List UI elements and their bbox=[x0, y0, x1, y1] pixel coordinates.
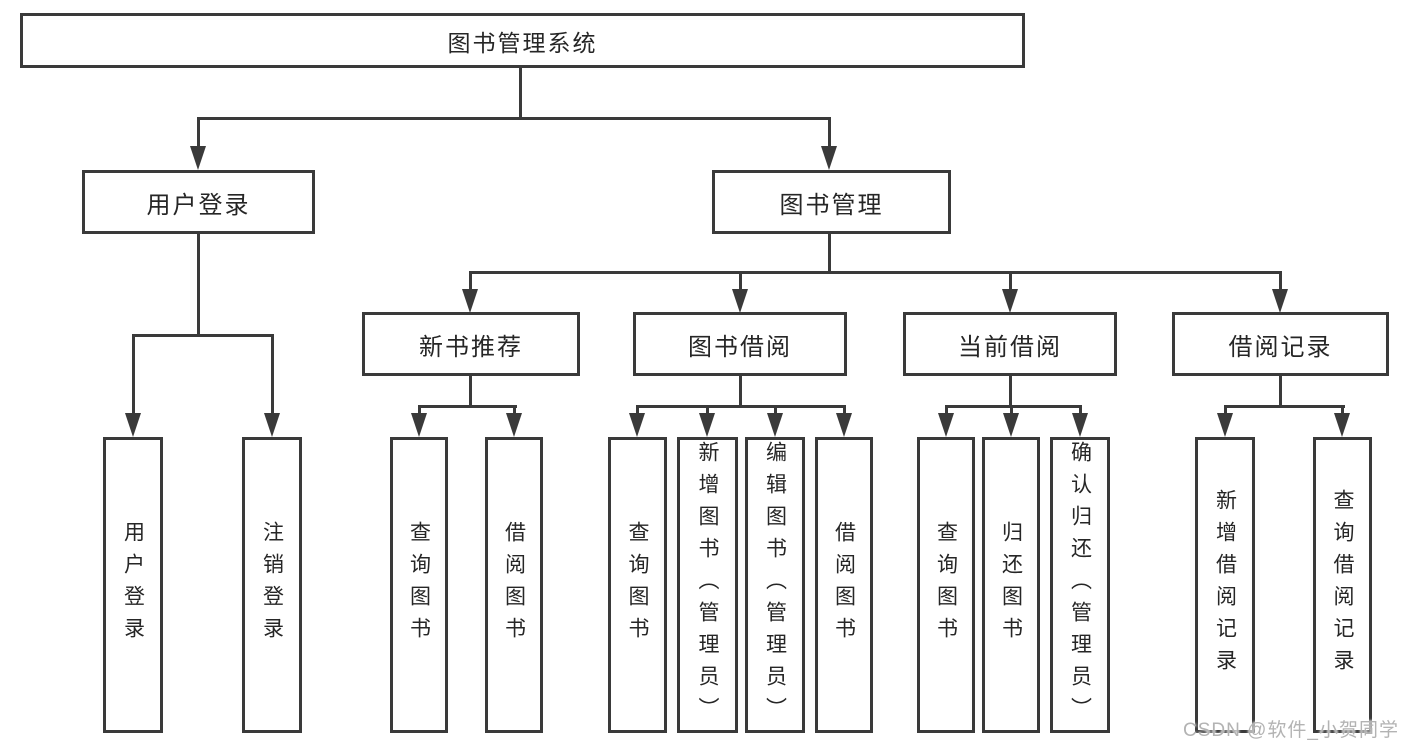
leaf-records-add-record: 新增借阅记录 bbox=[1195, 437, 1255, 733]
arrowhead-icon bbox=[767, 413, 783, 437]
node-book-borrow: 图书借阅 bbox=[633, 312, 847, 376]
connector-line bbox=[197, 117, 831, 120]
node-new-book-recommend: 新书推荐 bbox=[362, 312, 580, 376]
node-library-system: 图书管理系统 bbox=[20, 13, 1025, 68]
leaf-logout: 注销登录 bbox=[242, 437, 302, 733]
csdn-watermark: CSDN @软件_小贺同学 bbox=[1183, 720, 1399, 741]
leaf-borrow-query-books: 查询图书 bbox=[608, 437, 667, 733]
arrowhead-icon bbox=[411, 413, 427, 437]
arrowhead-icon bbox=[506, 413, 522, 437]
connector-line bbox=[1341, 405, 1344, 417]
arrowhead-icon bbox=[1272, 289, 1288, 313]
connector-line bbox=[828, 234, 831, 274]
connector-line bbox=[739, 376, 742, 408]
leaf-newbook-borrow-books: 借阅图书 bbox=[485, 437, 543, 733]
connector-line bbox=[706, 405, 709, 417]
leaf-records-query-record: 查询借阅记录 bbox=[1313, 437, 1372, 733]
connector-line bbox=[519, 68, 522, 119]
arrowhead-icon bbox=[1217, 413, 1233, 437]
arrowhead-icon bbox=[836, 413, 852, 437]
arrowhead-icon bbox=[190, 146, 206, 170]
connector-line bbox=[843, 405, 846, 417]
connector-line bbox=[132, 334, 135, 416]
arrowhead-icon bbox=[1334, 413, 1350, 437]
connector-line bbox=[1224, 405, 1227, 417]
arrowhead-icon bbox=[264, 413, 280, 437]
arrowhead-icon bbox=[938, 413, 954, 437]
arrowhead-icon bbox=[1003, 413, 1019, 437]
connector-line bbox=[945, 405, 1082, 408]
leaf-borrow-edit-books-admin: 编辑图书（管理员） bbox=[745, 437, 805, 733]
connector-line bbox=[1224, 405, 1345, 408]
leaf-current-return-books: 归还图书 bbox=[982, 437, 1040, 733]
connector-line bbox=[945, 405, 948, 417]
connector-line bbox=[513, 405, 516, 417]
leaf-current-confirm-return-admin: 确认归还（管理员） bbox=[1050, 437, 1110, 733]
connector-line bbox=[418, 405, 421, 417]
arrowhead-icon bbox=[699, 413, 715, 437]
connector-line bbox=[197, 234, 200, 337]
arrowhead-icon bbox=[732, 289, 748, 313]
leaf-newbook-query-books: 查询图书 bbox=[390, 437, 448, 733]
connector-line bbox=[1079, 405, 1082, 417]
node-book-management: 图书管理 bbox=[712, 170, 951, 234]
connector-line bbox=[636, 405, 639, 417]
connector-line bbox=[469, 271, 1282, 274]
arrowhead-icon bbox=[1002, 289, 1018, 313]
connector-line bbox=[1009, 271, 1012, 292]
leaf-user-login: 用户登录 bbox=[103, 437, 163, 733]
leaf-borrow-add-books-admin: 新增图书（管理员） bbox=[677, 437, 738, 733]
connector-line bbox=[469, 376, 472, 408]
connector-line bbox=[739, 271, 742, 292]
connector-line bbox=[197, 117, 200, 149]
leaf-current-query-books: 查询图书 bbox=[917, 437, 975, 733]
arrowhead-icon bbox=[1072, 413, 1088, 437]
node-borrow-records: 借阅记录 bbox=[1172, 312, 1389, 376]
connector-line bbox=[1009, 376, 1012, 408]
connector-line bbox=[1010, 405, 1013, 417]
connector-line bbox=[774, 405, 777, 417]
connector-line bbox=[132, 334, 274, 337]
arrowhead-icon bbox=[821, 146, 837, 170]
leaf-borrow-borrow-books: 借阅图书 bbox=[815, 437, 873, 733]
node-user-login: 用户登录 bbox=[82, 170, 315, 234]
arrowhead-icon bbox=[629, 413, 645, 437]
connector-line bbox=[418, 405, 517, 408]
node-current-borrow: 当前借阅 bbox=[903, 312, 1117, 376]
connector-line bbox=[469, 271, 472, 292]
connector-line bbox=[271, 334, 274, 416]
connector-line bbox=[1279, 376, 1282, 408]
connector-line bbox=[828, 117, 831, 149]
arrowhead-icon bbox=[462, 289, 478, 313]
arrowhead-icon bbox=[125, 413, 141, 437]
connector-line bbox=[636, 405, 846, 408]
connector-line bbox=[1279, 271, 1282, 292]
